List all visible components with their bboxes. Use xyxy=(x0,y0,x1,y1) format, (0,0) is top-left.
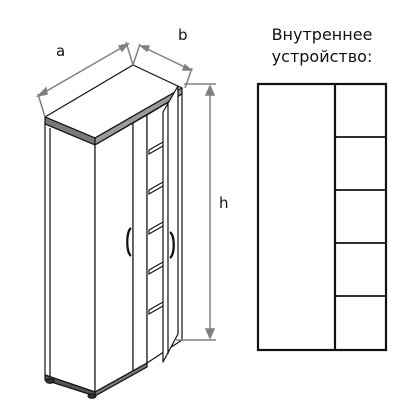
dimension-b-arrow-right xyxy=(181,63,194,71)
cabinet-interior-wall xyxy=(132,114,148,372)
cabinet-open-door xyxy=(162,85,179,363)
cabinet-left-side xyxy=(44,123,96,393)
dimension-b-label: b xyxy=(178,26,188,44)
dimension-h-label: h xyxy=(219,194,229,212)
right-door-handle xyxy=(169,231,175,259)
dimension-b-extension-right xyxy=(184,67,193,89)
dimension-b-line xyxy=(140,45,192,71)
internal-layout-schematic xyxy=(256,82,388,352)
dimension-h xyxy=(176,83,216,341)
left-door-handle xyxy=(126,227,132,257)
dimension-a-label: a xyxy=(56,42,65,60)
dimension-h-arrow-bottom xyxy=(204,328,216,340)
internal-layout-title-line1: Внутреннее xyxy=(271,25,373,44)
dimension-a-line xyxy=(37,43,129,97)
dimension-h-arrow-top xyxy=(204,84,216,96)
cabinet-isometric xyxy=(44,64,183,399)
internal-layout-frame xyxy=(256,82,388,352)
internal-shelves xyxy=(335,136,386,297)
dimension-b-extension-left xyxy=(132,43,141,66)
dimension-b-arrow-left xyxy=(138,45,151,53)
cabinet-left-door xyxy=(94,122,134,393)
dimension-a-arrow-left xyxy=(35,86,48,98)
internal-layout-title-line2: устройство: xyxy=(271,47,373,66)
dimension-a-arrow-right xyxy=(117,42,131,53)
dimension-a-extension-left xyxy=(37,93,46,118)
dimension-a xyxy=(35,41,134,118)
dimension-lines xyxy=(35,41,216,341)
cabinet-foot-left xyxy=(45,378,55,384)
internal-layout-title: Внутреннее устройство: xyxy=(252,24,392,68)
cabinet-foot-front xyxy=(87,393,97,399)
dimension-b xyxy=(132,43,194,89)
